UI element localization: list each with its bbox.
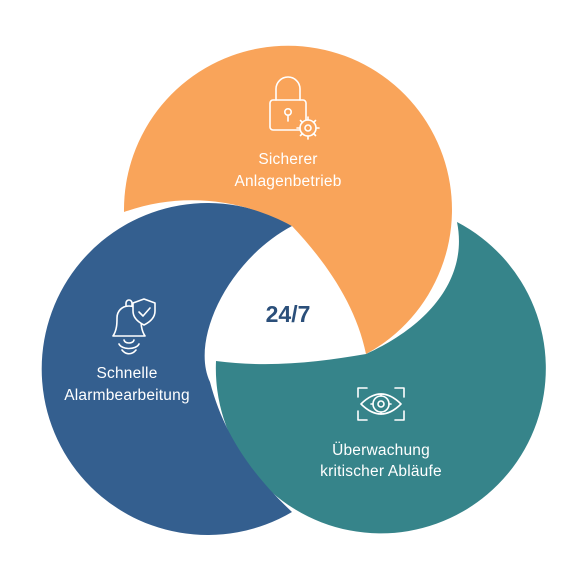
eye-monitoring-icon	[357, 387, 405, 421]
padlock-gear-icon	[269, 76, 320, 140]
segment-monitoring	[215, 222, 546, 534]
segment-alarm-handling	[41, 202, 292, 536]
label-monitoring-line2: kritischer Abläufe	[320, 463, 442, 480]
label-alarm-handling-line2: Alarmbearbeitung	[64, 387, 190, 404]
label-safe-operation: Sicherer	[258, 151, 317, 168]
label-alarm-handling: Schnelle	[96, 365, 157, 382]
center-label: 24/7	[266, 301, 311, 327]
alarm-bell-shield-icon	[112, 298, 156, 355]
segment-safe-operation	[123, 45, 452, 354]
label-monitoring: Überwachung	[332, 441, 430, 459]
label-safe-operation-line2: Anlagenbetrieb	[234, 173, 341, 190]
